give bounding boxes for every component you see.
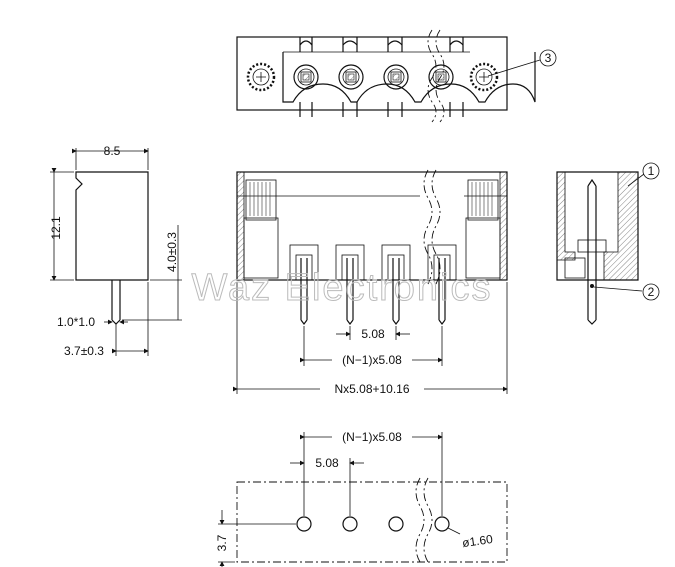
section-view: 1 2 [556, 162, 660, 325]
pcb-hole-layout: (N−1)x5.08 5.08 3.7 ø1.60 [215, 430, 508, 567]
top-view: 3 [236, 29, 557, 123]
screw-terminal [293, 64, 454, 90]
dim-width: 8.5 [104, 144, 121, 158]
pcb-hole [296, 516, 312, 532]
dim-hole-diameter: ø1.60 [461, 532, 494, 550]
front-pins [289, 244, 457, 325]
callout-2: 2 [648, 285, 655, 299]
watermark: Waz Electronics [192, 267, 493, 309]
pcb-hole [342, 516, 358, 532]
callout-3: 3 [545, 51, 552, 65]
callout-1: 1 [648, 164, 655, 178]
dim-pitch-front: 5.08 [361, 327, 385, 341]
flange-screw-icon [246, 62, 499, 92]
pcb-hole [434, 516, 450, 532]
dim-overall-length: Nx5.08+10.16 [334, 382, 409, 396]
side-view: 8.5 12.1 4.0±0.3 1.0*1.0 3.7±0.3 [49, 144, 182, 358]
dim-span-front: (N−1)x5.08 [342, 353, 402, 367]
dim-pitch-bottom: 5.08 [315, 456, 339, 470]
dim-pin-offset: 3.7±0.3 [64, 344, 104, 358]
dim-span-bottom: (N−1)x5.08 [342, 430, 402, 444]
dim-pin-size: 1.0*1.0 [57, 315, 95, 329]
front-view: 5.08 (N−1)x5.08 Nx5.08+10.16 [233, 169, 508, 396]
dim-pin-length: 4.0±0.3 [165, 232, 179, 272]
pcb-hole [388, 516, 404, 532]
dim-height: 12.1 [49, 216, 63, 240]
dim-hole-offset: 3.7 [215, 534, 229, 551]
